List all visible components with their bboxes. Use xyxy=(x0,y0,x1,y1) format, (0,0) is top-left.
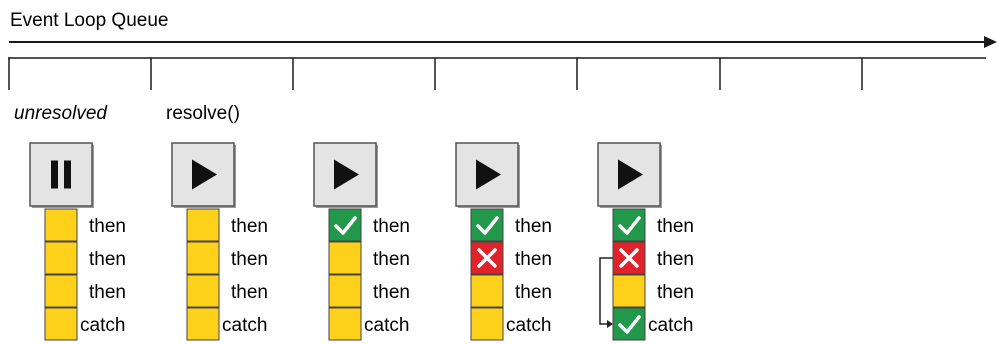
handler-row: then xyxy=(612,274,694,308)
handler-row: then xyxy=(612,241,694,275)
handler-state-square xyxy=(328,307,362,341)
play-icon xyxy=(618,159,643,190)
handler-label: then xyxy=(231,249,268,270)
promise-step: then then then catch xyxy=(455,142,552,341)
handler-row: then xyxy=(328,274,410,308)
handler-state-square xyxy=(612,307,646,341)
promise-control-button xyxy=(313,142,378,208)
checkmark-icon xyxy=(618,315,641,334)
handler-state-square xyxy=(44,241,78,275)
handler-label: then xyxy=(231,282,268,303)
handler-label: catch xyxy=(80,315,125,336)
handler-label: then xyxy=(657,282,694,303)
handler-row: then xyxy=(186,274,268,308)
handler-label: then xyxy=(373,282,410,303)
handler-label: then xyxy=(231,216,268,237)
handler-label: then xyxy=(515,282,552,303)
handler-state-square xyxy=(612,208,646,242)
handler-label: then xyxy=(515,249,552,270)
handler-state-square xyxy=(186,274,220,308)
play-icon xyxy=(476,159,501,190)
handler-state-square xyxy=(186,208,220,242)
promise-steps: unresolved then then then catch resolve() then… xyxy=(14,103,694,341)
promise-step: then then then catch xyxy=(313,142,410,341)
skip-to-catch-arrow xyxy=(599,257,613,325)
handler-label: catch xyxy=(222,315,267,336)
checkmark-icon xyxy=(334,216,357,235)
handler-label: then xyxy=(373,249,410,270)
handler-label: then xyxy=(89,216,126,237)
step-state-label: resolve() xyxy=(166,103,240,124)
event-loop-timeline xyxy=(8,36,997,90)
handler-label: then xyxy=(657,249,694,270)
handler-row: then xyxy=(186,208,268,242)
handler-label: catch xyxy=(364,315,409,336)
cross-icon xyxy=(619,248,639,268)
play-icon xyxy=(334,159,359,190)
handler-row: then xyxy=(470,241,552,275)
handler-row: catch xyxy=(612,307,693,341)
promise-control-button xyxy=(597,142,662,208)
handler-state-square xyxy=(470,274,504,308)
handler-state-square xyxy=(44,274,78,308)
handler-label: then xyxy=(515,216,552,237)
handler-state-square xyxy=(186,307,220,341)
handler-row: then xyxy=(470,274,552,308)
play-icon xyxy=(192,159,217,190)
handler-label: then xyxy=(89,249,126,270)
diagram-title: Event Loop Queue xyxy=(10,10,168,31)
promise-step: unresolved then then then catch xyxy=(14,103,126,341)
handler-state-square xyxy=(328,208,362,242)
handler-label: then xyxy=(657,216,694,237)
handler-row: catch xyxy=(44,307,125,341)
handler-state-square xyxy=(186,241,220,275)
promise-control-button xyxy=(171,142,236,208)
handler-row: then xyxy=(44,241,126,275)
timeline-arrowhead-icon xyxy=(984,36,997,48)
checkmark-icon xyxy=(618,216,641,235)
handler-state-square xyxy=(44,208,78,242)
arrowhead-icon xyxy=(607,320,613,328)
step-state-label: unresolved xyxy=(14,103,108,124)
handler-row: catch xyxy=(328,307,409,341)
handler-row: then xyxy=(186,241,268,275)
handler-row: then xyxy=(470,208,552,242)
checkmark-icon xyxy=(476,216,499,235)
promise-step: then then then catch xyxy=(597,142,694,341)
handler-row: then xyxy=(44,274,126,308)
handler-state-square xyxy=(470,307,504,341)
handler-state-square xyxy=(328,241,362,275)
handler-label: catch xyxy=(648,315,693,336)
handler-label: then xyxy=(89,282,126,303)
promise-control-button xyxy=(455,142,520,208)
handler-row: then xyxy=(612,208,694,242)
handler-label: then xyxy=(373,216,410,237)
handler-state-square xyxy=(44,307,78,341)
handler-row: catch xyxy=(470,307,551,341)
handler-row: then xyxy=(328,208,410,242)
handler-row: then xyxy=(328,241,410,275)
pause-icon xyxy=(51,160,71,189)
handler-state-square xyxy=(612,274,646,308)
handler-row: catch xyxy=(186,307,267,341)
handler-row: then xyxy=(44,208,126,242)
promise-control-button xyxy=(29,142,94,208)
cross-icon xyxy=(477,248,497,268)
handler-state-square xyxy=(328,274,362,308)
handler-label: catch xyxy=(506,315,551,336)
promise-step: resolve() then then then catch xyxy=(166,103,268,341)
handler-state-square xyxy=(470,208,504,242)
